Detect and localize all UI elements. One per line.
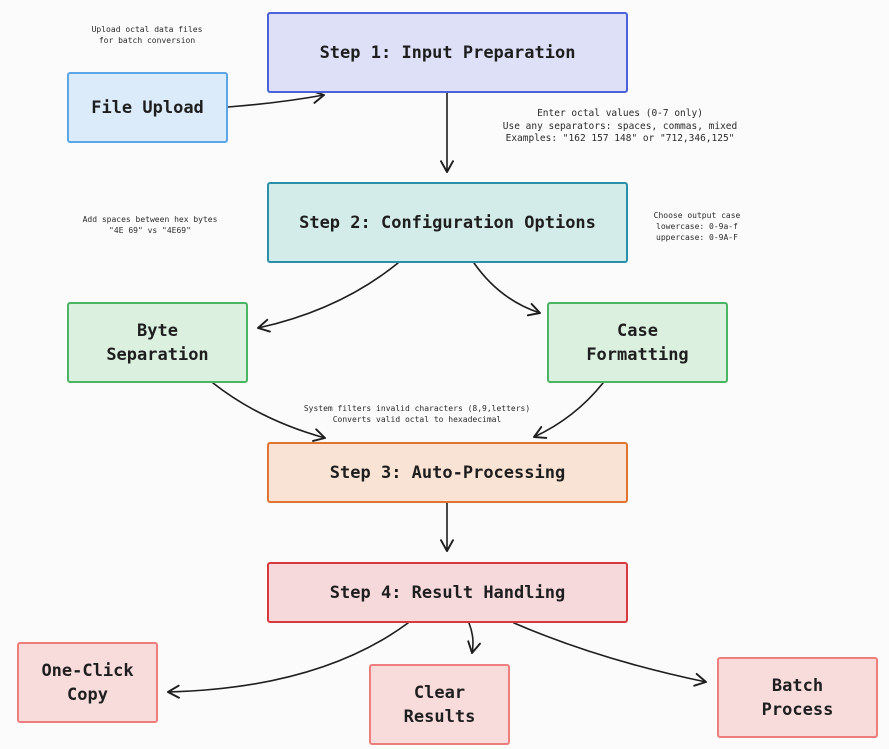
note-spacing-hint: Add spaces between hex bytes "4E 69" vs … [82, 215, 218, 235]
file-upload-node: File Upload [67, 72, 228, 143]
arrow-upload-to-step1 [227, 90, 325, 108]
case-formatting-node: Case Formatting [547, 302, 728, 383]
note-upload: Upload octal data files for batch conver… [91, 25, 203, 45]
step3-auto-processing: Step 3: Auto-Processing [267, 442, 628, 503]
step4-result-handling: Step 4: Result Handling [267, 562, 628, 623]
step2-configuration-options: Step 2: Configuration Options [267, 182, 628, 263]
note-input-hint: Enter octal values (0-7 only) Use any se… [502, 108, 738, 144]
arrow-step4-to-copy [167, 622, 409, 699]
one-click-copy-node: One-Click Copy [17, 642, 158, 723]
batch-process-node: Batch Process [717, 657, 878, 738]
clear-results-node: Clear Results [369, 664, 510, 745]
arrow-byte-to-step3 [212, 382, 326, 442]
note-filter-hint: System filters invalid characters (8,9,l… [303, 404, 531, 424]
step1-input-preparation: Step 1: Input Preparation [267, 12, 628, 93]
arrow-case-to-step3 [533, 382, 604, 439]
arrow-step4-to-clear [467, 622, 481, 654]
byte-separation-node: Byte Separation [67, 302, 248, 383]
arrow-step2-to-byte [257, 262, 399, 333]
arrow-step4-to-batch [513, 622, 707, 687]
arrow-step2-to-case [473, 262, 541, 317]
note-case-hint: Choose output case lowercase: 0-9a-f upp… [653, 211, 741, 242]
